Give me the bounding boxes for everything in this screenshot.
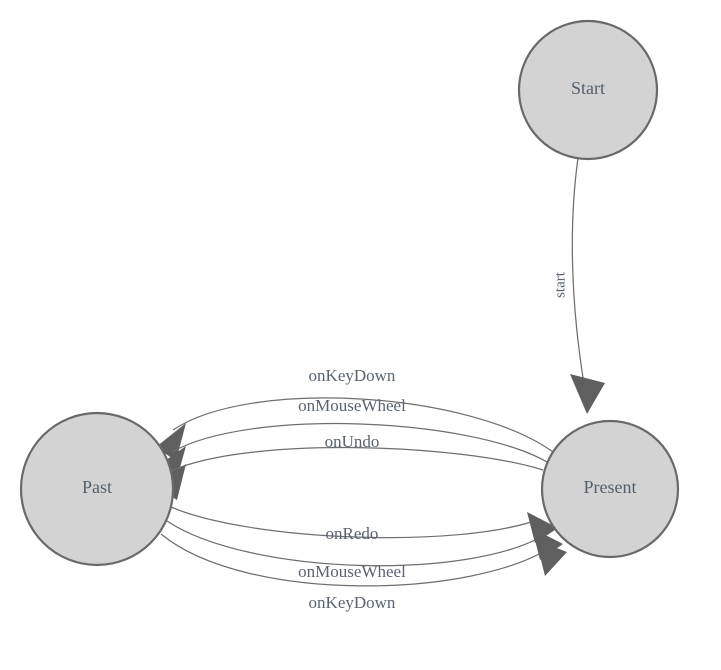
edge-past-to-present-3[interactable] (160, 533, 567, 587)
edge-label-present-past-3: onUndo (325, 432, 380, 451)
edge-path-present-past-2 (171, 422, 548, 463)
edge-label-past-present-3: onKeyDown (309, 593, 396, 612)
edge-path-present-past-1 (172, 397, 554, 453)
node-past-label: Past (82, 477, 112, 497)
edge-label-past-present-1: onRedo (326, 524, 379, 543)
edge-path-start-present (571, 157, 585, 385)
node-start-label: Start (571, 78, 605, 98)
edge-present-to-past-3[interactable] (155, 446, 544, 500)
arrow-head-past-present-3 (536, 540, 567, 576)
node-past[interactable]: Past (19, 411, 175, 567)
edge-label-present-past-2: onMouseWheel (298, 396, 406, 415)
edge-start-to-present[interactable] (570, 157, 605, 414)
edge-path-past-present-2 (166, 520, 547, 567)
arrow-head-start-present (570, 374, 605, 414)
edge-label-present-past-1: onKeyDown (309, 366, 396, 385)
node-present-circle (540, 419, 680, 559)
node-present-label: Present (584, 477, 637, 497)
node-start[interactable]: Start (517, 19, 659, 161)
edge-path-present-past-3 (170, 446, 544, 472)
node-start-circle (517, 19, 659, 161)
edge-label-past-present-2: onMouseWheel (298, 562, 406, 581)
edge-label-start: start (552, 271, 568, 298)
edge-path-past-present-1 (170, 506, 541, 539)
node-past-circle (19, 411, 175, 567)
node-present[interactable]: Present (540, 419, 680, 559)
edge-path-past-present-3 (160, 533, 552, 587)
